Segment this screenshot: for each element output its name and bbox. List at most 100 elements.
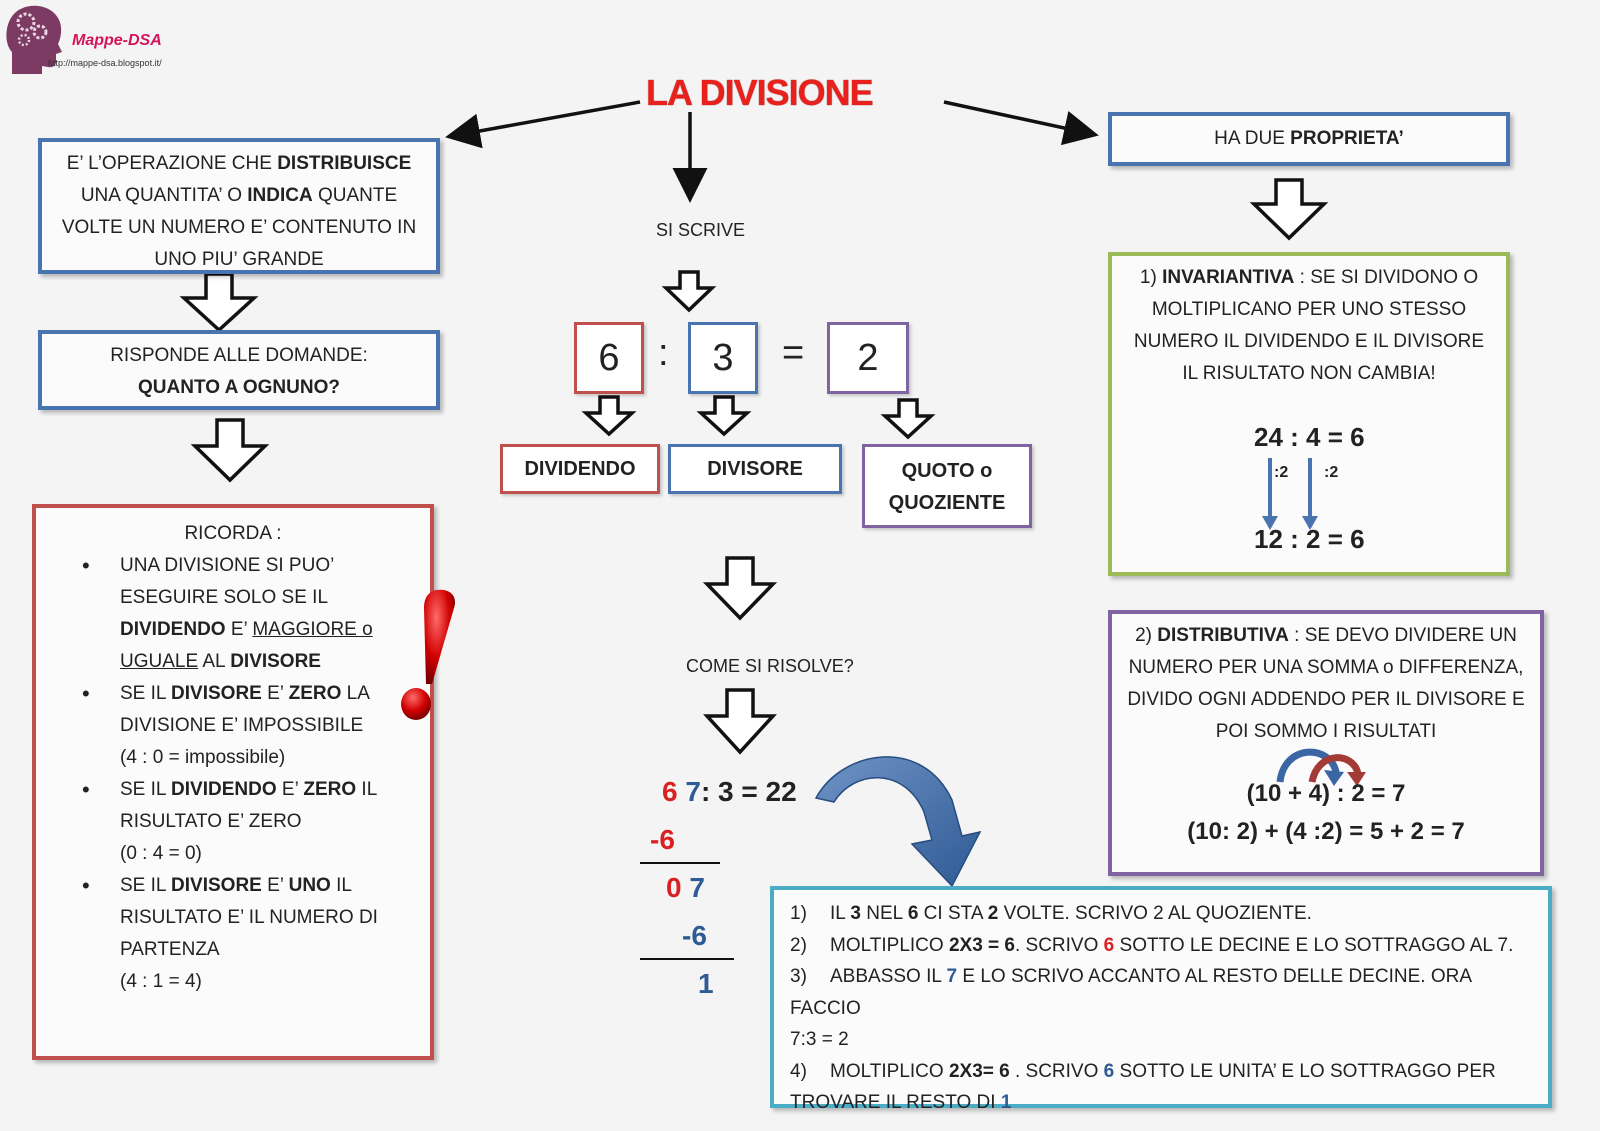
down-arrow-icon (880, 398, 936, 440)
quotient-label: QUOTO o QUOZIENTE (862, 444, 1032, 528)
logo-url: http://mappe-dsa.blogspot.it/ (48, 58, 162, 68)
step-text: . SCRIVO (1009, 1060, 1104, 1082)
definition-box: E’ L’OPERAZIONE CHE DISTRIBUISCE UNA QUA… (38, 138, 440, 274)
step-text: . SCRIVO (1014, 934, 1104, 956)
remember-list: • UNA DIVISIONE SI PUO’ ESEGUIRE SOLO SE … (36, 550, 422, 998)
remember-item: • UNA DIVISIONE SI PUO’ ESEGUIRE SOLO SE … (82, 550, 422, 678)
step-text: MOLTIPLICO (830, 1060, 949, 1082)
step-text: 7:3 = 2 (790, 1029, 849, 1050)
partial-remainder-tens: 0 (666, 872, 682, 903)
property-1-div-b: :2 (1324, 464, 1339, 481)
divide-symbol: : (658, 332, 669, 374)
remember-item-text: SE IL (120, 779, 172, 800)
dividend-digit-tens: 6 (662, 776, 678, 807)
remember-item-text: E’ (276, 779, 304, 800)
remember-item-text: DIVIDENDO (171, 779, 277, 800)
answers-line2: QUANTO A OGNUNO? (138, 377, 340, 398)
remember-item: • SE IL DIVIDENDO E’ ZERO IL RISULTATO E’… (82, 774, 422, 870)
remember-item-text: IL RISULTATO E’ IL NUMERO DI PARTENZA (120, 875, 378, 960)
step-line: TROVARE IL RESTO DI 1 (790, 1087, 1534, 1119)
step-text: CI STA (918, 903, 988, 924)
curved-arrow-icon (814, 756, 982, 888)
step-line: 4)MOLTIPLICO 2X3= 6 . SCRIVO 6 SOTTO LE … (790, 1056, 1534, 1088)
page-title: LA DIVISIONE (646, 72, 874, 113)
remember-title: RICORDA : (184, 523, 282, 544)
remember-box: RICORDA : • UNA DIVISIONE SI PUO’ ESEGUIR… (32, 504, 434, 1060)
down-arrow-icon (179, 272, 259, 333)
property-1-name: INVARIANTIVA (1162, 267, 1295, 288)
arrow-to-properties (943, 100, 1099, 146)
step-text: 2X3= 6 (948, 1060, 1010, 1082)
partial-remainder-units: 7 (689, 872, 705, 903)
property-distributiva: 2) DISTRIBUTIVA : SE DEVO DIVIDERE UN NU… (1108, 610, 1544, 876)
down-arrow-icon (581, 395, 637, 437)
remember-item-text: ZERO (303, 779, 357, 800)
bullet-icon: • (82, 553, 90, 578)
step-text: ABBASSO IL (830, 966, 947, 987)
remember-item-text: SE IL (120, 875, 172, 896)
remember-item-text: E’ (225, 619, 253, 640)
divisor-box: 3 (688, 322, 758, 394)
definition-part: E’ L’OPERAZIONE CHE (66, 153, 278, 174)
step-number: 3) (790, 966, 807, 987)
gears-head-icon (6, 5, 63, 74)
step-number: 2) (790, 934, 807, 956)
step-line: 7:3 = 2 (790, 1024, 1534, 1056)
remember-item: •SE IL DIVISORE E’ UNO IL RISULTATO E’ I… (82, 870, 422, 998)
property-1-desc: : SE SI DIVIDONO O MOLTIPLICANO PER UNO … (1133, 267, 1485, 384)
step-text: E LO SCRIVO ACCANTO AL RESTO DELLE DECIN… (790, 966, 1471, 1019)
bullet-icon: • (82, 777, 90, 802)
step-text: 1 (1000, 1092, 1012, 1113)
remember-item-text: DIVIDENDO (120, 619, 226, 640)
remember-item-text: UNA DIVISIONE SI PUO’ ESEGUIRE SOLO SE I… (120, 555, 334, 608)
division-line: 6 7: 3 = 22 (662, 776, 797, 808)
equals-symbol: = (782, 332, 805, 374)
remember-item-text: UNO (288, 875, 331, 896)
property-2-desc: : SE DEVO DIVIDERE UN NUMERO PER UNA SOM… (1127, 625, 1525, 742)
down-arrow-icon (696, 395, 752, 437)
remember-item-text: (4 : 1 = 4) (120, 971, 202, 992)
property-1-div-a: :2 (1274, 464, 1289, 481)
step-text: TROVARE IL RESTO DI (790, 1092, 1001, 1113)
property-2-eq1: (10 + 4) : 2 = 7 (1246, 780, 1406, 807)
come-si-risolve-label: COME SI RISOLVE? (686, 656, 854, 676)
remember-item-text: DIVISORE (171, 875, 262, 896)
definition-text: E’ L’OPERAZIONE CHE DISTRIBUISCE UNA QUA… (62, 153, 416, 270)
step-number: 1) (790, 903, 807, 924)
steps-list: 1)IL 3 NEL 6 CI STA 2 VOLTE. SCRIVO 2 AL… (790, 898, 1534, 1119)
step-text: IL (830, 903, 851, 924)
definition-part: INDICA (247, 185, 313, 206)
quotient-label-line2: QUOZIENTE (888, 492, 1006, 514)
si-scrive-label: SI SCRIVE (656, 220, 746, 240)
exclamation-icon (401, 589, 456, 720)
remember-item-text: (4 : 0 = impossibile) (120, 747, 286, 768)
down-arrow-icon (190, 418, 270, 483)
remember-item-text: MAGGIORE o UGUALE (120, 619, 373, 672)
rule-2 (640, 958, 734, 960)
step-text: 2 (987, 903, 999, 924)
remember-item-text: SE IL (120, 683, 172, 704)
step-number: 4) (790, 1060, 807, 1082)
property-2-name: DISTRIBUTIVA (1157, 625, 1289, 646)
divisor-label: DIVISORE (668, 444, 842, 494)
remember-item-text: IL RISULTATO E’ ZERO (120, 779, 377, 832)
answers-line1: RISPONDE ALLE DOMANDE: (110, 345, 368, 366)
properties-header: HA DUE PROPRIETA’ (1108, 112, 1510, 166)
property-1-eq1: 24 : 4 = 6 (1254, 422, 1365, 452)
definition-part: DISTRIBUISCE (277, 153, 412, 174)
down-arrow-icon (703, 688, 777, 755)
dividend-box: 6 (574, 322, 644, 394)
property-1-text: 1) INVARIANTIVA : SE SI DIVIDONO O MOLTI… (1126, 262, 1492, 390)
step-line: 1)IL 3 NEL 6 CI STA 2 VOLTE. SCRIVO 2 AL… (790, 898, 1534, 930)
properties-header-bold: PROPRIETA’ (1290, 128, 1404, 149)
step-text: 6 (1103, 934, 1115, 956)
step-line: 2)MOLTIPLICO 2X3 = 6. SCRIVO 6 SOTTO LE … (790, 930, 1534, 962)
step-text: SOTTO LE UNITA’ E LO SOTTRAGGO PER (1114, 1060, 1496, 1082)
bullet-icon: • (82, 873, 90, 898)
down-arrow-icon (1249, 178, 1329, 241)
step-text: 7 (946, 966, 958, 987)
remember-item-text: DIVISORE (230, 651, 321, 672)
